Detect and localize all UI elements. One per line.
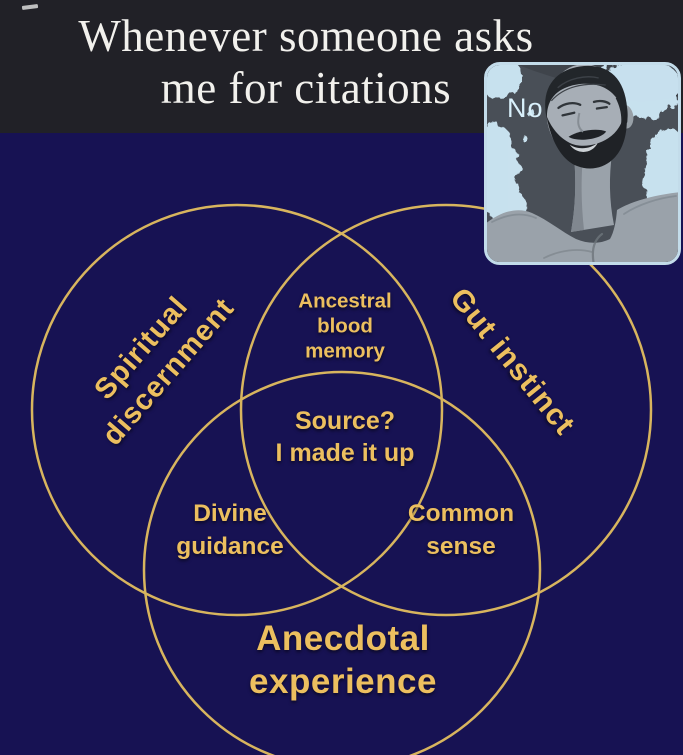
- man-neck-shadow: [571, 154, 584, 232]
- label-ancestral-line1: Ancestral: [298, 289, 392, 313]
- gigachad-illustration: [487, 65, 678, 262]
- man-nose: [577, 112, 584, 133]
- label-ancestral-line2: blood: [317, 314, 373, 338]
- reaction-no-text: No: [507, 93, 544, 123]
- man-smile: [569, 142, 598, 152]
- label-common-line1: Common: [407, 500, 515, 527]
- meme-caption-line2: me for citations: [160, 63, 452, 113]
- label-anecdotal-line2: experience: [249, 662, 437, 701]
- man-head: [545, 65, 634, 169]
- label-common-sense: Common sense: [408, 497, 514, 563]
- label-ancestral-line3: memory: [305, 339, 385, 363]
- label-source-line1: Source?: [294, 407, 396, 435]
- man-eyes: [557, 99, 611, 117]
- meme-caption: Whenever someone asks me for citations: [0, 10, 612, 114]
- man-beard: [546, 106, 627, 169]
- label-anecdotal-line1: Anecdotal: [256, 619, 430, 658]
- reaction-image: No: [484, 62, 681, 265]
- label-divine-line2: guidance: [176, 533, 284, 560]
- man-torso-shading: [491, 195, 677, 262]
- man-mustache: [568, 129, 607, 140]
- label-common-line2: sense: [426, 533, 496, 560]
- label-divine-guidance: Divine guidance: [176, 497, 284, 563]
- venn-circle-right: [239, 203, 653, 617]
- label-anecdotal-experience: Anecdotal experience: [249, 617, 437, 703]
- meme-caption-line1: Whenever someone asks: [78, 11, 534, 61]
- man-hair: [545, 65, 628, 123]
- label-ancestral-blood-memory: Ancestral blood memory: [298, 289, 391, 364]
- label-divine-line1: Divine: [193, 500, 267, 527]
- label-source-i-made-it-up: Source? I made it up: [276, 405, 415, 469]
- venn-circle-left: [30, 203, 444, 617]
- venn-circle-bottom: [142, 370, 542, 755]
- label-source-line2: I made it up: [275, 439, 415, 467]
